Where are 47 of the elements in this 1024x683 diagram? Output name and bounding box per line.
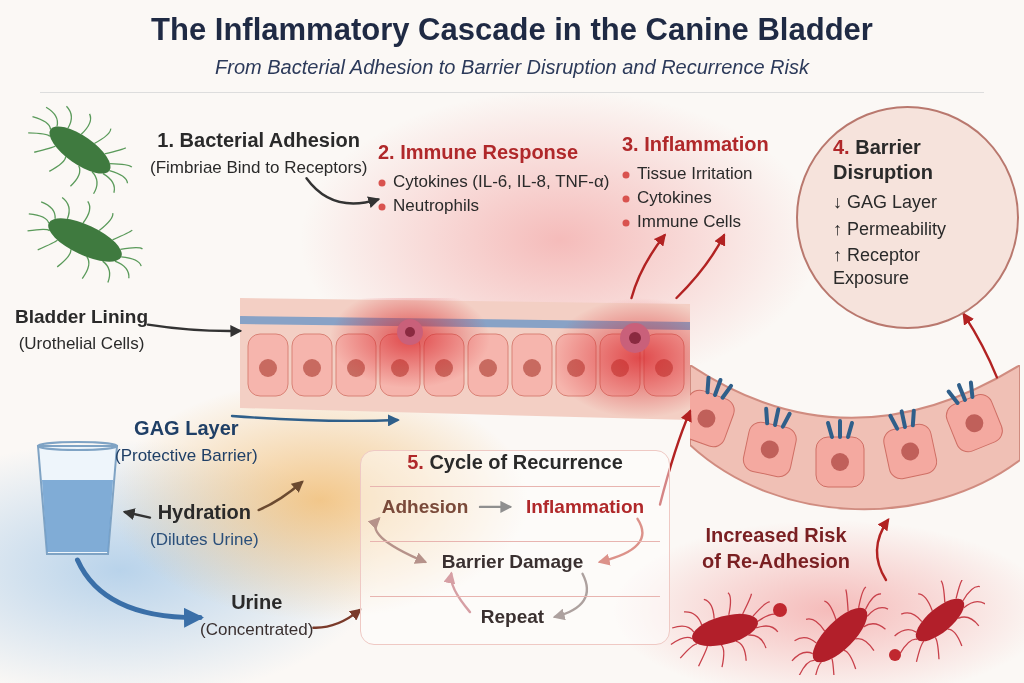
list-item: ↓ GAG Layer bbox=[833, 191, 939, 214]
arrow bbox=[257, 480, 304, 512]
subtitle: From Bacterial Adhesion to Barrier Disruption and Recurrence Risk bbox=[215, 56, 809, 78]
arrow bbox=[478, 500, 513, 513]
arrow bbox=[444, 571, 472, 614]
bullet-item: Cytokines bbox=[637, 188, 712, 208]
list-item: ↑ Receptor Exposure bbox=[833, 244, 922, 289]
arrow bbox=[962, 312, 999, 379]
arrow bbox=[630, 233, 666, 300]
label-heading: GAG Layer bbox=[133, 416, 240, 441]
step-description: (Fimbriae Bind to Receptors) bbox=[150, 157, 368, 179]
label-description: (Concentrated) bbox=[200, 619, 314, 641]
label-heading: Hydration bbox=[156, 500, 252, 525]
cycle-step: Inflammation bbox=[510, 495, 660, 519]
step-heading: 4. Barrier Disruption bbox=[833, 135, 934, 185]
arrow bbox=[597, 517, 644, 566]
arrow bbox=[146, 323, 243, 337]
arrow bbox=[675, 233, 726, 300]
step-heading: 1. Bacterial Adhesion bbox=[156, 128, 361, 153]
arrow bbox=[875, 518, 890, 582]
step-heading: 2. Immune Response bbox=[378, 140, 580, 165]
arrow bbox=[312, 608, 362, 629]
label-heading: Bladder Lining bbox=[15, 305, 148, 329]
label-description: (Protective Barrier) bbox=[115, 445, 258, 467]
cycle-step: Adhesion bbox=[370, 495, 480, 519]
arrow bbox=[122, 508, 152, 520]
arrow bbox=[230, 414, 400, 427]
label-heading: Urine bbox=[230, 590, 284, 615]
bullet-item: Cytokines (IL-6, IL-8, TNF-α) bbox=[393, 172, 610, 191]
label-description: (Urothelial Cells) bbox=[17, 332, 146, 354]
tissue-drawing bbox=[240, 298, 690, 420]
risk-label: Increased Risk of Re-Adhesion bbox=[701, 523, 851, 574]
bullet-item: Immune Cells bbox=[637, 212, 741, 232]
bullet-item: Tissue Irritation bbox=[637, 164, 753, 183]
list-item: ↑ Permeability bbox=[833, 217, 948, 240]
arrow bbox=[658, 409, 692, 506]
cycle-step: Barrier Damage bbox=[425, 550, 600, 574]
label-description: (Dilutes Urine) bbox=[150, 529, 259, 551]
bullet-item: Neutrophils bbox=[393, 196, 479, 216]
cycle-heading: 5. Cycle of Recurrence bbox=[406, 450, 624, 475]
step-heading: 3. Inflammation bbox=[622, 132, 770, 157]
arrow bbox=[75, 557, 204, 628]
arrow bbox=[368, 516, 428, 564]
cycle-step: Repeat bbox=[470, 605, 555, 629]
title: The Inflammatory Cascade in the Canine Bladder bbox=[151, 12, 873, 47]
arrow bbox=[552, 572, 589, 620]
arrow bbox=[305, 177, 381, 208]
